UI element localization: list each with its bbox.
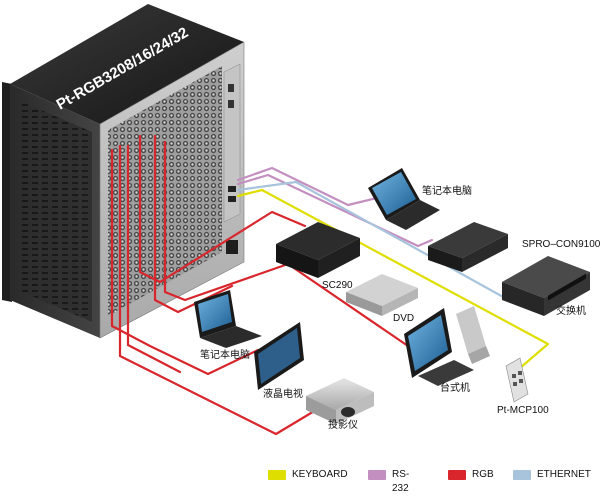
rgb-cable-desktop (163, 140, 410, 348)
legend-label: RGB (472, 469, 494, 480)
legend-swatch (448, 470, 466, 480)
rgb-cable-short (126, 144, 182, 374)
port-icon (228, 186, 236, 192)
label-laptop-top: 笔记本电脑 (422, 186, 472, 197)
projector (306, 378, 374, 424)
legend-label: RS-232 (392, 469, 410, 494)
legend-label: KEYBOARD (292, 469, 348, 480)
matrix-switcher-chassis: Pt-RGB3208/16/24/32 (2, 4, 245, 339)
rgb-cable-tv (110, 148, 260, 376)
spro-con9100-unit (428, 222, 508, 272)
label-dvd: DVD (393, 313, 415, 324)
legend-swatch (513, 470, 531, 480)
desktop-pc (404, 306, 490, 386)
label-switch: 交换机 (556, 306, 586, 317)
label-lcd-tv: 液晶电视 (263, 389, 303, 400)
laptop-left (194, 290, 262, 348)
network-switch (502, 256, 590, 316)
keyboard-cable-mcp (236, 188, 550, 370)
label-sc290: SC290 (322, 280, 353, 291)
label-projector: 投影仪 (328, 420, 358, 431)
port-icon (228, 196, 236, 202)
label-mcp100: Pt-MCP100 (497, 405, 549, 416)
lcd-tv (254, 322, 304, 390)
rgb-cable-projector (118, 144, 318, 436)
label-laptop-left: 笔记本电脑 (200, 350, 250, 361)
port-icon (228, 100, 234, 108)
chassis-top-face (10, 4, 244, 124)
dvd-player (346, 274, 418, 316)
rack-ear-left (2, 82, 12, 302)
cable-legend: KEYBOARD RS-232 RGB ETHERNET (268, 468, 598, 494)
label-spro-con9100: SPRO–CON9100 (522, 239, 600, 250)
connection-diagram: Pt-RGB3208/16/24/32 (2, 4, 600, 494)
side-vents (18, 100, 92, 322)
rgb-cable-sc290 (138, 134, 307, 284)
legend-swatch (268, 470, 286, 480)
port-icon (228, 84, 234, 92)
sc290-scaler (276, 222, 360, 278)
label-desktop: 台式机 (440, 383, 470, 394)
legend-swatch (368, 470, 386, 480)
laptop-top (368, 168, 440, 230)
rs232-cable-laptop (236, 166, 387, 207)
rs232-cable-spro (236, 173, 434, 248)
pt-mcp100-panel (505, 357, 529, 403)
legend-label: ETHERNET (537, 469, 591, 480)
power-inlet-icon (226, 240, 238, 254)
diagram-canvas: Pt-RGB3208/16/24/32 (2, 4, 590, 436)
